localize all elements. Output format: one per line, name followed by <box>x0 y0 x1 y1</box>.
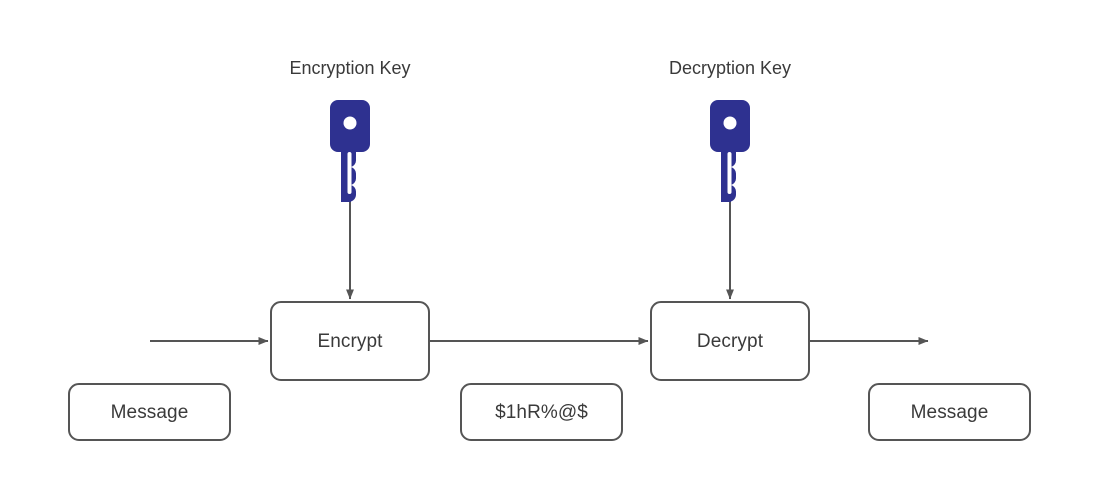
plaintext-input-node[interactable]: Message <box>68 383 231 441</box>
decryption-key-label: Decryption Key <box>668 58 792 78</box>
encryption-key-label: Encryption Key <box>289 58 411 78</box>
ciphertext-node[interactable]: $1hR%@$ <box>460 383 623 441</box>
plaintext-output-node[interactable]: Message <box>868 383 1031 441</box>
encryption-key-icon <box>330 100 370 202</box>
decryption-key-icon <box>710 100 750 202</box>
decrypt-node[interactable]: Decrypt <box>650 301 810 381</box>
encrypt-node[interactable]: Encrypt <box>270 301 430 381</box>
